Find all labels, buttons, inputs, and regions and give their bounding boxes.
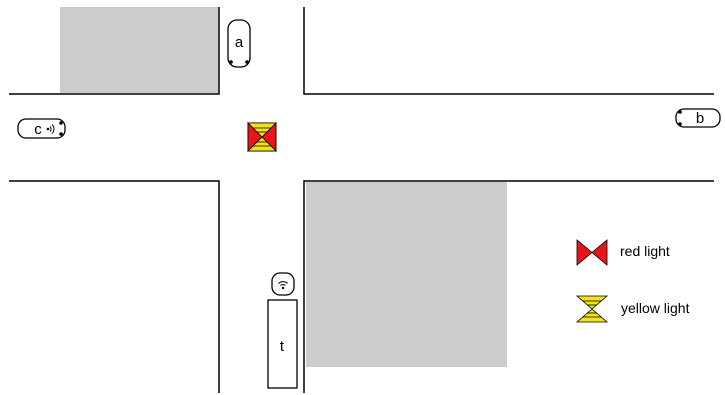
car-c-label: c bbox=[34, 121, 42, 138]
truck-t: t bbox=[268, 273, 297, 388]
legend-red-label: red light bbox=[620, 243, 670, 259]
legend-yellow-label: yellow light bbox=[621, 300, 690, 316]
legend: red light yellow light bbox=[577, 240, 690, 322]
car-a: a bbox=[228, 20, 250, 67]
traffic-light-icon bbox=[248, 123, 276, 151]
car-b: b bbox=[676, 109, 720, 127]
car-a-label: a bbox=[235, 34, 244, 51]
red-light-icon bbox=[577, 240, 607, 265]
car-b-label: b bbox=[696, 110, 704, 127]
building-top-left bbox=[60, 7, 218, 93]
road-edge-bottom-left bbox=[9, 181, 219, 393]
yellow-light-icon bbox=[577, 296, 607, 322]
car-c: c bbox=[18, 119, 65, 138]
building-bottom-right bbox=[306, 182, 507, 367]
road-edge-top-right bbox=[304, 7, 714, 94]
